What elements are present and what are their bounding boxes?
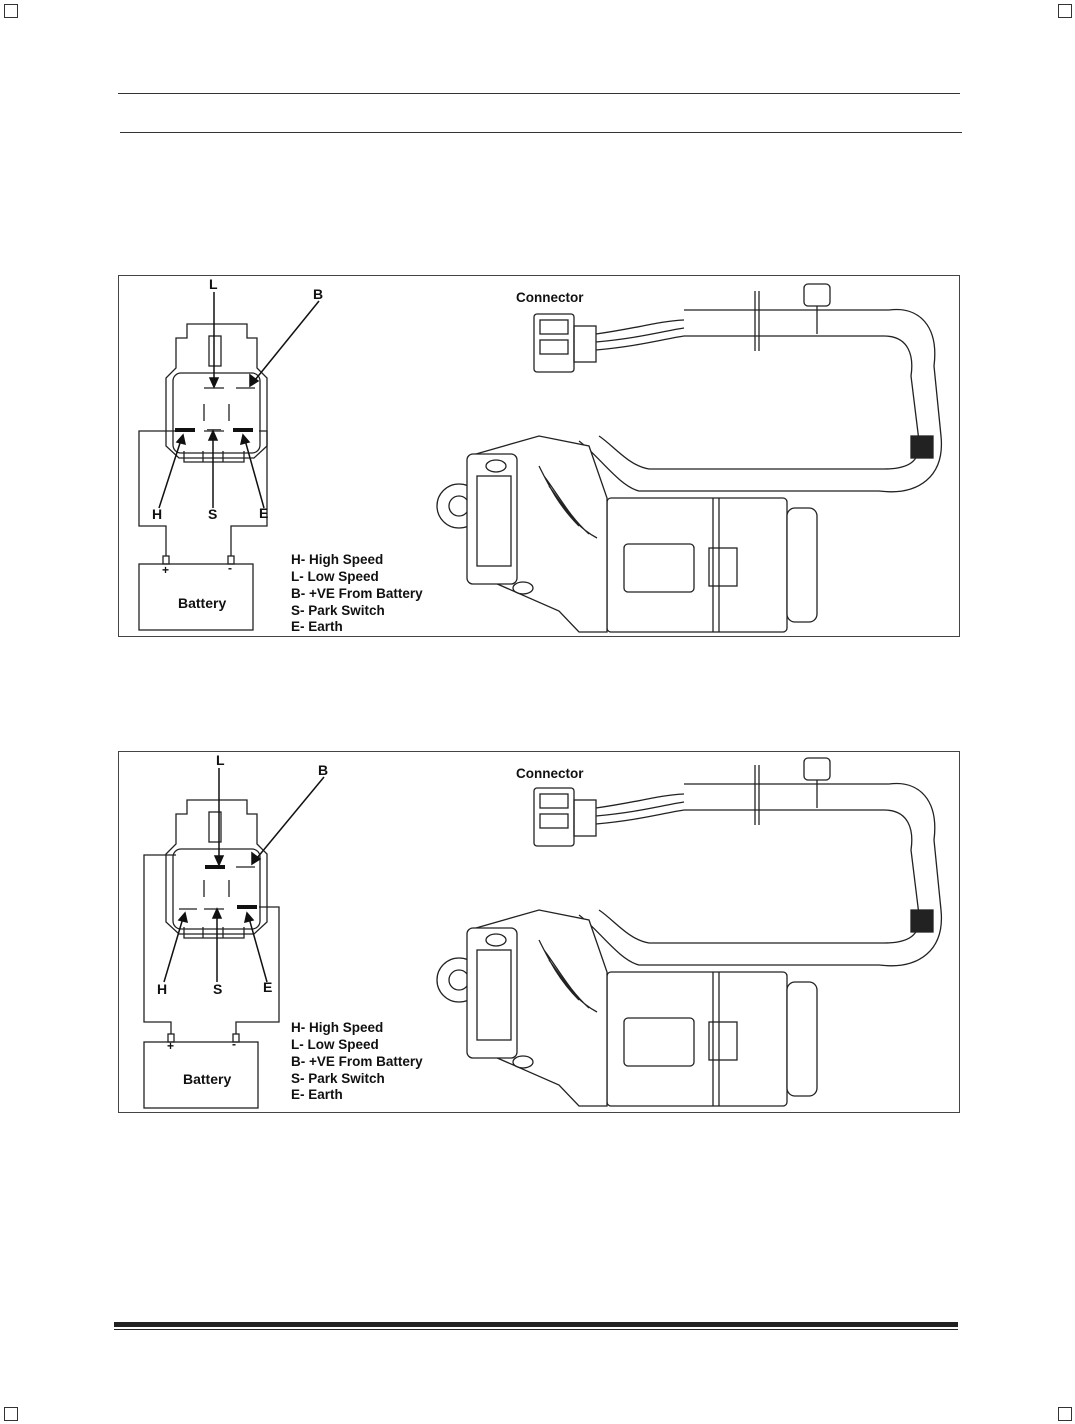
- pin-e-active: [237, 905, 257, 909]
- battery-minus: -: [228, 561, 232, 575]
- legend-item: L- Low Speed: [291, 1037, 379, 1052]
- pin-label-l: L: [209, 276, 218, 292]
- footer-rule-thick: [114, 1322, 958, 1327]
- wire-h: [138, 430, 176, 556]
- footer-rule-thin: [114, 1329, 958, 1330]
- pin-label-h: H: [152, 506, 162, 522]
- pin-label-e: E: [259, 505, 268, 521]
- connector-face-outline: [165, 323, 268, 459]
- pin-label-s: S: [208, 506, 217, 522]
- battery-plus: +: [162, 563, 169, 577]
- wire-e: [235, 906, 280, 1034]
- legend-item: B- +VE From Battery: [291, 586, 423, 601]
- wiring-figure-2: L B H S E + - Battery H- High Speed L- L…: [118, 751, 960, 1113]
- battery-label: Battery: [183, 1071, 231, 1087]
- connector-label: Connector: [516, 290, 584, 305]
- crop-mark-top-left: [4, 4, 18, 18]
- wiring-diagram-1: L B H S E + - Battery H- High Speed L- L…: [138, 276, 943, 634]
- wire-e: [230, 430, 268, 556]
- crop-mark-bottom-right: [1058, 1407, 1072, 1421]
- legend-item: L- Low Speed: [291, 569, 379, 584]
- wiper-motor-illustration: [436, 283, 943, 633]
- legend-item: S- Park Switch: [291, 1071, 385, 1086]
- pin-label-e: E: [263, 979, 272, 995]
- legend-item: E- Earth: [291, 1087, 343, 1102]
- header-rule-bottom: [120, 132, 962, 133]
- battery-plus: +: [167, 1039, 174, 1053]
- wiring-figure-1: L B H S E + - Battery H- High Speed L- L…: [118, 275, 960, 637]
- battery-minus: -: [232, 1037, 236, 1051]
- legend-item: E- Earth: [291, 619, 343, 634]
- pin-label-l: L: [216, 752, 225, 768]
- battery-box: [143, 1041, 259, 1109]
- pin-label-h: H: [157, 981, 167, 997]
- pin-label-s: S: [213, 981, 222, 997]
- legend-item: S- Park Switch: [291, 603, 385, 618]
- pin-l-active: [205, 865, 225, 869]
- legend-item: H- High Speed: [291, 1020, 383, 1035]
- legend-item: B- +VE From Battery: [291, 1054, 423, 1069]
- wire-l: [143, 854, 176, 1034]
- pin-e-active: [233, 428, 253, 432]
- crop-mark-bottom-left: [4, 1407, 18, 1421]
- wiring-diagram-2: L B H S E + - Battery H- High Speed L- L…: [143, 752, 943, 1109]
- connector-label: Connector: [516, 766, 584, 781]
- battery-label: Battery: [178, 595, 226, 611]
- pin-label-b: B: [313, 286, 323, 302]
- wiper-motor-illustration: [436, 757, 943, 1107]
- pin-h-active: [175, 428, 195, 432]
- crop-mark-top-right: [1058, 4, 1072, 18]
- legend-item: H- High Speed: [291, 552, 383, 567]
- battery-box: [138, 563, 254, 631]
- header-rule-top: [118, 93, 960, 94]
- pin-label-b: B: [318, 762, 328, 778]
